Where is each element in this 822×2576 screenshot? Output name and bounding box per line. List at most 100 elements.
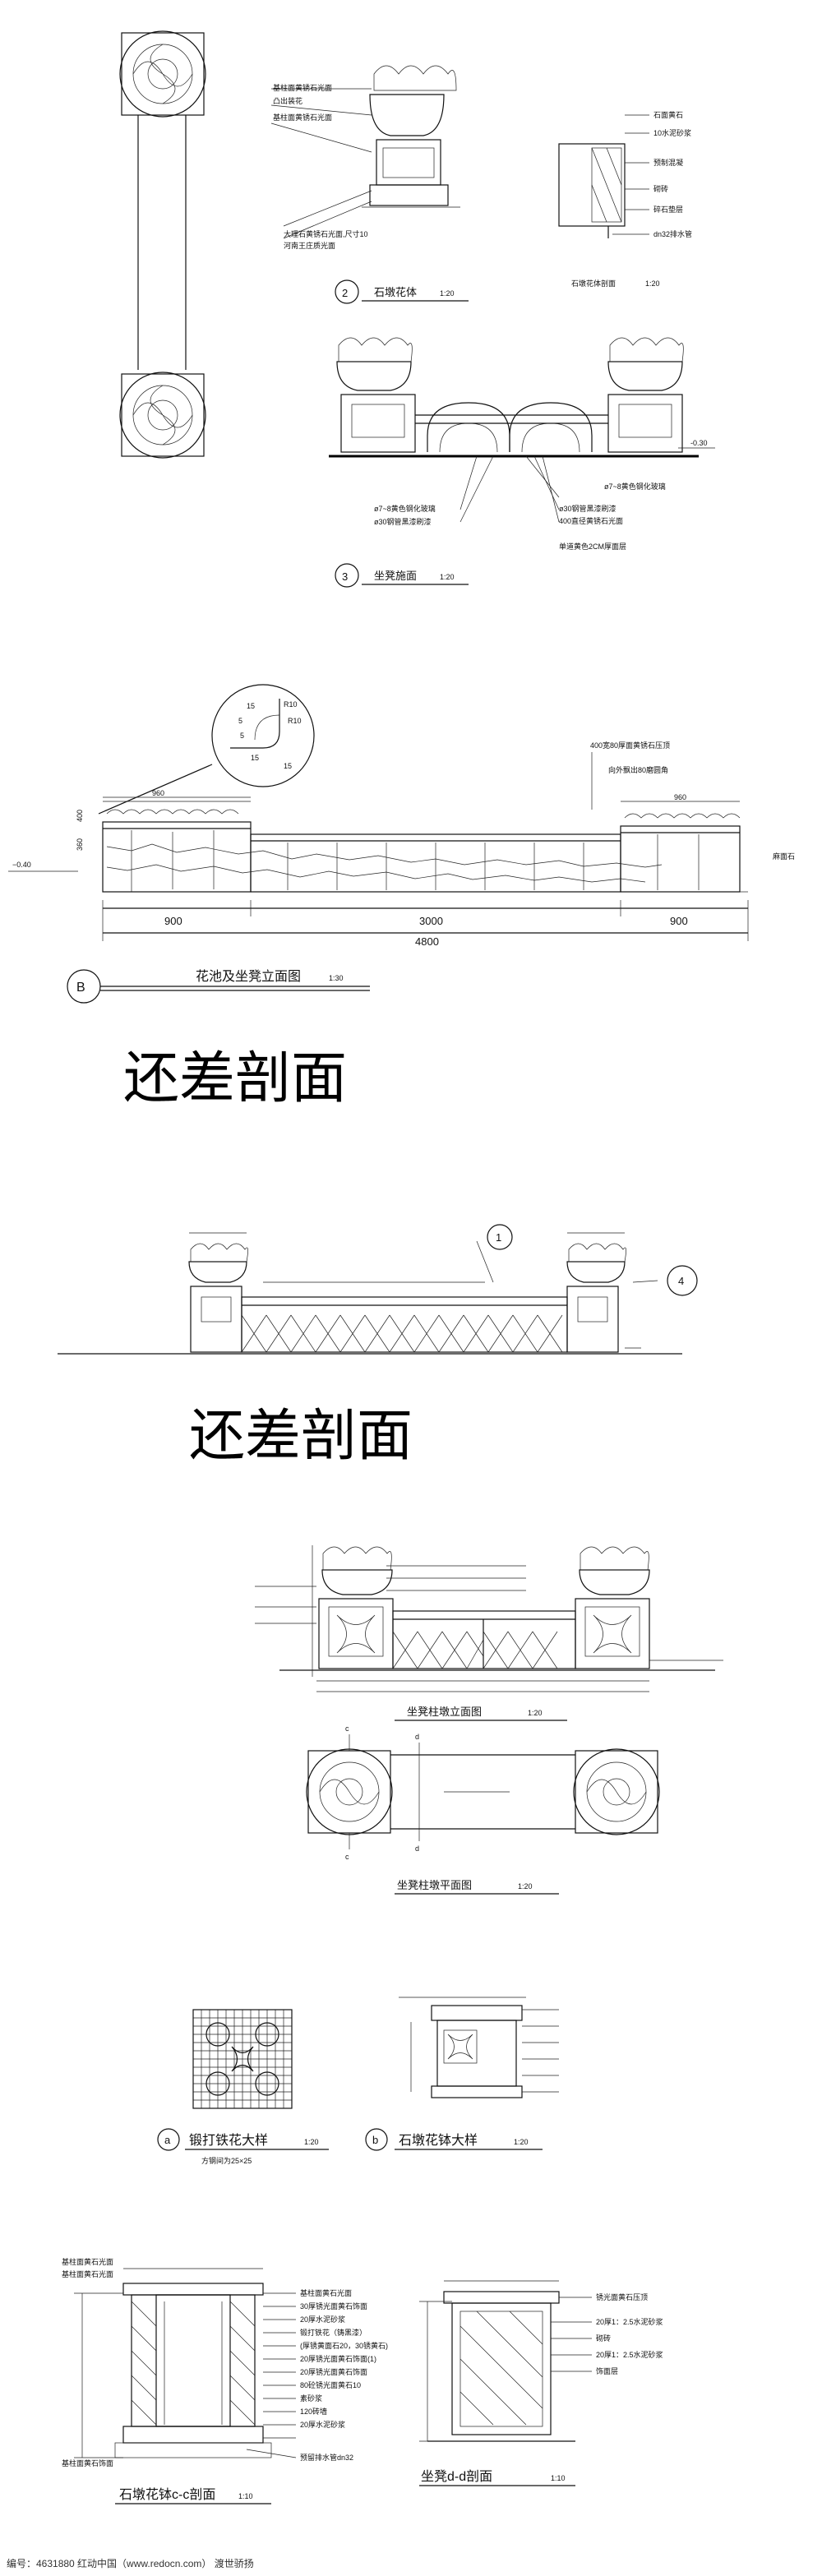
label-a2: 凸出装花	[273, 96, 302, 105]
scale-column-elevation: 1:20	[528, 1709, 543, 1717]
section-title-r: 石墩花体剖面	[571, 279, 616, 288]
callout-number-1: 1	[496, 1231, 501, 1244]
detail-title-3: 坐凳施面	[374, 570, 417, 582]
planter-section-detail	[558, 114, 649, 238]
label-r5: 碎石垫层	[653, 205, 683, 214]
label-a1: 基柱面黄锈石光面	[273, 83, 332, 92]
bench-elevation-3	[329, 337, 715, 523]
detail-circle-2	[335, 279, 359, 304]
cc-label-r3: 20厚水泥砂浆	[300, 2315, 345, 2324]
label-r4: 砌砖	[653, 184, 668, 193]
detail-circle-3	[335, 563, 359, 588]
label-b3: ø7~8黄色钢化玻璃	[604, 482, 666, 491]
cc-top-label-1: 基柱面黄石光面	[62, 2257, 113, 2266]
cc-label-r9: 素砂浆	[300, 2394, 322, 2403]
label-r3: 预制混凝	[653, 158, 683, 167]
scale-section-cc: 1:10	[238, 2492, 253, 2500]
note-round: 向外飘出80磨圆角	[608, 765, 668, 774]
lattice-bench-elevation	[58, 1232, 682, 1355]
dim-960b: 960	[674, 793, 686, 801]
section-mark-c-top: c	[345, 1724, 349, 1733]
rounding-detail-circle	[98, 684, 315, 815]
dim-400: 400	[76, 810, 84, 822]
label-r1: 石面黄石	[653, 110, 683, 119]
dim-15c: 15	[284, 762, 292, 770]
dim-15a: 15	[247, 702, 255, 710]
detail-circle-b	[365, 2128, 388, 2151]
bench-column-plan	[306, 1734, 660, 1849]
dim-r2: R10	[288, 717, 302, 725]
callout-circle-1	[487, 1224, 513, 1250]
label-a3: 基柱面黄锈石光面	[273, 113, 332, 122]
section-letter-b: B	[76, 981, 85, 995]
title-b: 花池及坐凳立面图	[196, 969, 301, 984]
cc-label-r10: 120砖墙	[300, 2407, 327, 2416]
label-b4: ø30钢管黑漆刷漆	[559, 504, 616, 513]
label-a4: 大理石黄锈石光面,尺寸10	[284, 229, 368, 238]
dim-4800: 4800	[415, 935, 439, 948]
detail-number-2: 2	[342, 287, 348, 299]
scale-column-plan: 1:20	[518, 1882, 533, 1890]
dd-label-3: 砌砖	[596, 2334, 611, 2343]
dim-900b: 900	[670, 915, 688, 927]
detail-letter-a: a	[164, 2134, 171, 2146]
detail-circle-a	[157, 2128, 180, 2151]
detail-title-2: 石墩花体	[374, 286, 417, 298]
cc-label-r8: 80砼锈光面黄石10	[300, 2380, 361, 2389]
detail-number-3: 3	[342, 570, 348, 583]
section-mark-d-top: d	[415, 1733, 419, 1741]
stone-pier-detail-b	[399, 1997, 559, 2098]
cc-label-r6: 20厚锈光面黄石饰面(1)	[300, 2354, 376, 2363]
dim-3000: 3000	[419, 915, 443, 927]
cc-bottom-label: 基柱面黄石饰面	[62, 2458, 113, 2468]
dim-5b: 5	[240, 732, 244, 740]
dimension-line-b	[102, 900, 749, 941]
note-coping: 400宽80厚面黄锈石压顶	[590, 741, 670, 750]
section-mark-c-bottom: c	[345, 1853, 349, 1861]
dim-r1: R10	[284, 700, 298, 709]
cc-label-r2: 30厚锈光面黄石饰面	[300, 2301, 367, 2311]
dd-label-1: 锈光面黄石压顶	[596, 2292, 648, 2301]
label-b2: ø30钢管黑漆刷漆	[374, 517, 432, 526]
callout-number-4: 4	[678, 1275, 684, 1287]
dim-360: 360	[76, 838, 84, 851]
title-column-plan: 坐凳柱墩平面图	[397, 1879, 472, 1891]
note-rough: 麻面石	[773, 852, 795, 861]
label-b1: ø7~8黄色钢化玻璃	[374, 504, 436, 513]
cc-label-r11: 20厚水泥砂浆	[300, 2420, 345, 2429]
cc-label-r12: 预留排水管dn32	[300, 2453, 353, 2462]
callout-circle-4	[667, 1265, 698, 1296]
flowerbed-elevation-b	[102, 796, 748, 893]
missing-section-note-1: 还差剖面	[123, 1046, 347, 1111]
title-detail-b: 石墩花钵大样	[399, 2133, 478, 2148]
title-section-dd: 坐凳d-d剖面	[421, 2469, 492, 2484]
planter-plan-column	[119, 30, 206, 459]
label-b5: 400直径黄锈石光面	[559, 516, 623, 525]
scale-detail-b: 1:20	[514, 2138, 529, 2146]
subtitle-detail-a: 方钢间为25×25	[201, 2156, 252, 2165]
detail-letter-b: b	[372, 2134, 378, 2146]
dim-15b: 15	[251, 754, 259, 762]
detail-scale-3: 1:20	[440, 573, 455, 581]
dd-label-5: 饰面层	[596, 2366, 618, 2375]
title-detail-a: 锻打铁花大样	[189, 2133, 268, 2148]
title-column-elevation: 坐凳柱墩立面图	[407, 1706, 482, 1718]
dim-900a: 900	[164, 915, 182, 927]
pier-section-cc	[74, 2268, 297, 2458]
scale-b: 1:30	[329, 974, 344, 982]
dim-960a: 960	[152, 789, 164, 797]
elev-040: −0.40	[12, 861, 31, 869]
dd-label-4: 20厚1：2.5水泥砂浆	[596, 2350, 663, 2359]
elev-030: -0.30	[690, 439, 708, 447]
cc-label-r7: 20厚锈光面黄石饰面	[300, 2367, 367, 2376]
planter-elevation-2	[270, 65, 460, 239]
missing-section-note-2: 还差剖面	[189, 1404, 413, 1469]
cc-label-r1: 基柱面黄石光面	[300, 2288, 352, 2297]
cc-top-label-2: 基柱面黄石光面	[62, 2269, 113, 2278]
label-b6: 单道黄色2CM厚面层	[559, 542, 626, 551]
label-a5: 河南王庄质光面	[284, 241, 335, 250]
scale-detail-a: 1:20	[304, 2138, 319, 2146]
section-mark-d-bottom: d	[415, 1844, 419, 1853]
dd-label-2: 20厚1：2.5水泥砂浆	[596, 2317, 663, 2326]
